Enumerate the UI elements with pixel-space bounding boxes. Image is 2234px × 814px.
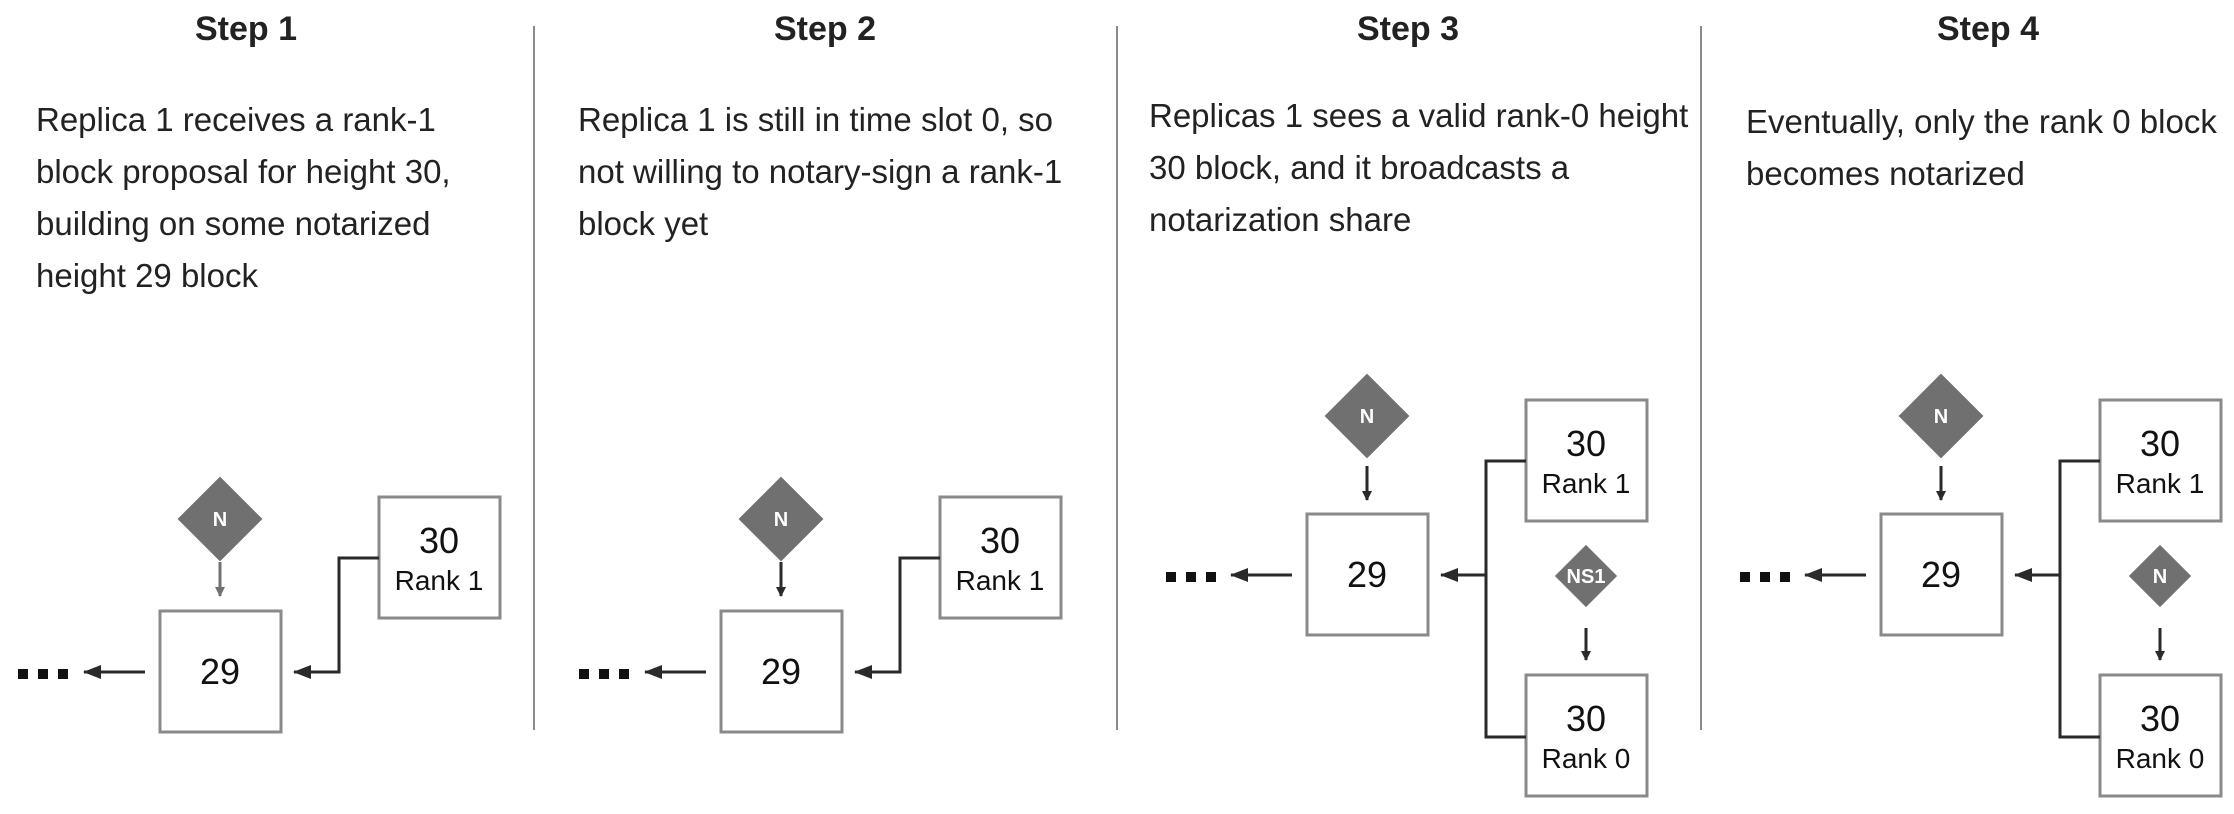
parent-link-arrow — [854, 556, 940, 679]
block-29-label: 29 — [200, 651, 240, 692]
step-3-diagram: 29 N 30 Rank 1 NS1 30 Rank 0 — [1166, 373, 1649, 798]
notarization-diamond-icon: N — [2128, 544, 2192, 608]
block-30-rank: Rank 1 — [956, 565, 1045, 596]
ellipsis-icon — [18, 669, 68, 679]
svg-text:N: N — [1934, 406, 1948, 428]
block-30-bottom-height: 30 — [2140, 698, 2180, 739]
divider-2 — [1116, 26, 1118, 730]
block-30-bottom-rank: Rank 0 — [2116, 743, 2205, 774]
notarization-share-diamond-icon: NS1 — [1554, 544, 1618, 608]
step-2-title: Step 2 — [773, 10, 877, 48]
block-29 — [1305, 512, 1430, 637]
step-1-diagram: 29 N 30 Rank 1 — [18, 476, 502, 734]
notarization-diamond-icon: N — [1898, 373, 1984, 459]
divider-3 — [1700, 26, 1702, 730]
block-29-label: 29 — [761, 651, 801, 692]
fork-bracket — [2058, 459, 2100, 739]
block-30-top-rank: Rank 1 — [1542, 468, 1631, 499]
block-30-rank-1 — [2098, 398, 2223, 523]
divider-1 — [533, 26, 535, 730]
step-3-title: Step 3 — [1356, 10, 1460, 48]
block-30-top-rank: Rank 1 — [2116, 468, 2205, 499]
block-29-label: 29 — [1921, 554, 1961, 595]
step-2-description: Replica 1 is still in time slot 0, so no… — [578, 101, 1063, 242]
block-30-height: 30 — [419, 520, 459, 561]
step-4-diagram: 29 N 30 Rank 1 N 30 Rank 0 — [1740, 373, 2223, 798]
notarization-diamond-icon: N — [177, 476, 263, 562]
block-29-label: 29 — [1347, 554, 1387, 595]
block-30-bottom-height: 30 — [1566, 698, 1606, 739]
block-29 — [719, 609, 844, 734]
svg-text:NS1: NS1 — [1567, 566, 1606, 588]
notarization-diamond-icon: N — [738, 476, 824, 562]
svg-text:N: N — [2153, 566, 2167, 588]
svg-text:N: N — [1360, 406, 1374, 428]
step-4-title: Step 4 — [1936, 10, 2040, 48]
step-1-title: Step 1 — [194, 10, 298, 48]
block-29 — [158, 609, 283, 734]
svg-text:N: N — [213, 509, 227, 531]
ellipsis-icon — [1166, 572, 1216, 582]
ellipsis-icon — [1740, 572, 1790, 582]
step-1-description: Replica 1 receives a rank-1 block propos… — [36, 101, 451, 294]
fork-bracket — [1484, 459, 1526, 739]
block-30-rank-1 — [1524, 398, 1649, 523]
step-4-description: Eventually, only the rank 0 block become… — [1746, 103, 2217, 192]
block-30-top-height: 30 — [1566, 423, 1606, 464]
notarization-diamond-icon: N — [1324, 373, 1410, 459]
ellipsis-icon — [579, 669, 629, 679]
block-30-height: 30 — [980, 520, 1020, 561]
block-30-bottom-rank: Rank 0 — [1542, 743, 1631, 774]
block-30-top-height: 30 — [2140, 423, 2180, 464]
block-29 — [1879, 512, 2004, 637]
step-3-description: Replicas 1 sees a valid rank-0 height 30… — [1149, 97, 1689, 238]
parent-link-arrow — [293, 556, 379, 679]
block-30-rank: Rank 1 — [395, 565, 484, 596]
svg-text:N: N — [774, 509, 788, 531]
step-2-diagram: 29 N 30 Rank 1 — [579, 476, 1063, 734]
